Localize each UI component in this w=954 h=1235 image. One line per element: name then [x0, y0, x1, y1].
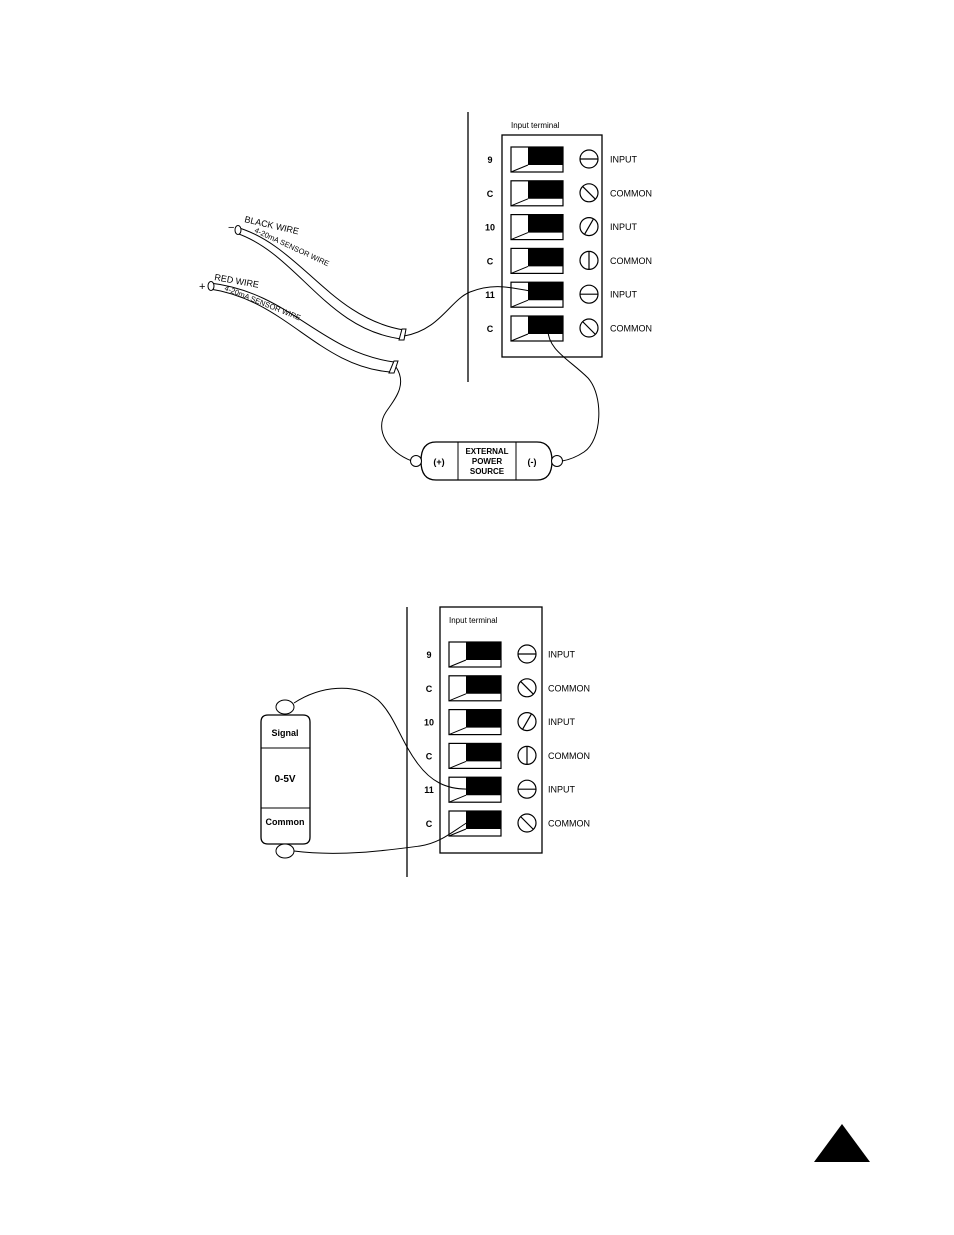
screw-icon[interactable]	[580, 150, 598, 168]
terminal-label: INPUT	[548, 650, 576, 660]
voltage-sensor: Signal 0-5V Common	[261, 700, 310, 858]
terminal-number: C	[487, 324, 494, 334]
terminal-number: 11	[485, 290, 495, 300]
red-wire-conductor	[382, 367, 412, 461]
triangle-up-icon[interactable]	[814, 1124, 870, 1162]
terminal-label: COMMON	[548, 683, 590, 693]
terminal-row: 9 INPUT	[426, 642, 575, 667]
red-sensor-wire: + RED WIRE 4-20mA SENSOR WIRE	[199, 272, 398, 373]
screw-icon[interactable]	[580, 319, 598, 337]
terminal-number: 9	[487, 155, 492, 165]
screw-icon[interactable]	[518, 713, 536, 731]
screw-icon[interactable]	[580, 184, 598, 202]
screw-icon[interactable]	[518, 780, 536, 798]
red-wire-sign: +	[199, 281, 205, 293]
terminal-label: INPUT	[610, 155, 638, 165]
terminal-clamp[interactable]	[449, 811, 501, 836]
sensor-range-label: 0-5V	[274, 774, 295, 785]
terminal-title: Input terminal	[449, 616, 498, 625]
screw-icon[interactable]	[518, 645, 536, 663]
power-line-2: POWER	[472, 457, 502, 466]
terminal-clamp[interactable]	[511, 282, 563, 307]
screw-icon[interactable]	[518, 814, 536, 832]
terminal-clamp[interactable]	[449, 710, 501, 735]
terminal-number: C	[487, 256, 494, 266]
power-minus-label: (-)	[528, 457, 537, 467]
sensor-common-label: Common	[266, 817, 305, 827]
terminal-label: COMMON	[610, 188, 652, 198]
external-power-source: (+) EXTERNAL POWER SOURCE (-)	[411, 442, 563, 480]
terminal-number: 9	[426, 650, 431, 660]
screw-icon[interactable]	[580, 285, 598, 303]
terminal-clamp[interactable]	[449, 676, 501, 701]
terminal-number: 11	[424, 785, 434, 795]
terminal-number: C	[426, 819, 433, 829]
terminal-label: COMMON	[548, 819, 590, 829]
terminal-title: Input terminal	[511, 121, 560, 130]
terminal-label: INPUT	[610, 290, 638, 300]
screw-icon[interactable]	[580, 251, 598, 269]
screw-icon[interactable]	[518, 746, 536, 764]
terminal-clamp[interactable]	[511, 248, 563, 273]
terminal-clamp[interactable]	[511, 181, 563, 206]
terminal-clamp[interactable]	[511, 215, 563, 240]
terminal-clamp[interactable]	[449, 642, 501, 667]
black-sensor-wire: − BLACK WIRE 4-20mA SENSOR WIRE	[228, 214, 406, 340]
terminal-label: COMMON	[610, 256, 652, 266]
terminal-label: COMMON	[610, 324, 652, 334]
screw-icon[interactable]	[518, 679, 536, 697]
power-line-1: EXTERNAL	[465, 447, 508, 456]
terminal-number: C	[426, 684, 433, 694]
terminal-label: INPUT	[610, 222, 638, 232]
power-line-3: SOURCE	[470, 467, 505, 476]
sensor-signal-label: Signal	[271, 728, 298, 738]
black-wire-sign: −	[228, 222, 234, 234]
terminal-number: C	[487, 189, 494, 199]
terminal-clamp[interactable]	[449, 743, 501, 768]
terminal-label: INPUT	[548, 717, 576, 727]
terminal-number: 10	[485, 223, 495, 233]
terminal-clamp[interactable]	[511, 316, 563, 341]
terminal-label: COMMON	[548, 751, 590, 761]
terminal-clamp[interactable]	[449, 777, 501, 802]
terminal-number: C	[426, 751, 433, 761]
power-plus-label: (+)	[433, 457, 444, 467]
terminal-clamp[interactable]	[511, 147, 563, 172]
terminal-label: INPUT	[548, 785, 576, 795]
screw-icon[interactable]	[580, 218, 598, 236]
red-wire-type: 4-20mA SENSOR WIRE	[223, 284, 302, 323]
terminal-number: 10	[424, 718, 434, 728]
